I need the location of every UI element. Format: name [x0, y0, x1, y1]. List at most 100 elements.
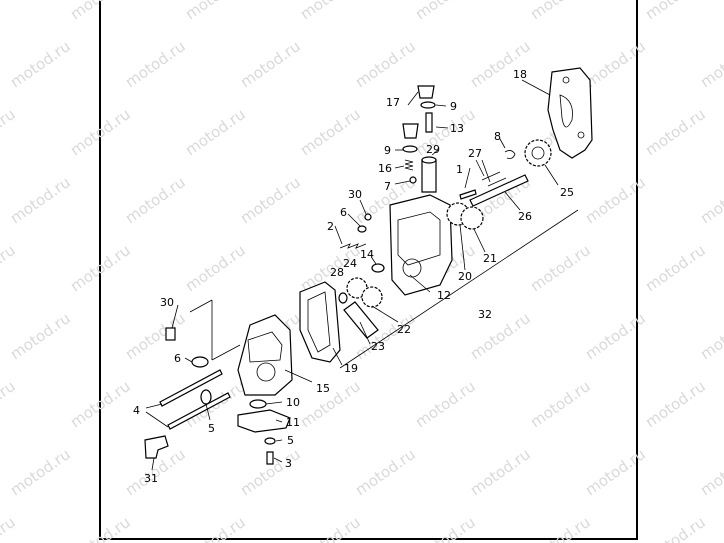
part-4-bolt: [159, 369, 223, 407]
watermark-text: motod.ru: [642, 377, 709, 431]
part-21-gear: [460, 206, 484, 230]
callout-17: 17: [386, 96, 400, 109]
watermark-text: motod.ru: [467, 37, 534, 91]
watermark-text: motod.ru: [642, 105, 709, 159]
callout-10: 10: [286, 396, 300, 409]
watermark-text: motod.ru: [67, 377, 134, 431]
watermark-text: motod.ru: [7, 37, 74, 91]
callout-29: 29: [426, 143, 440, 156]
watermark-text: motod.ru: [527, 0, 594, 23]
callout-30: 30: [160, 296, 174, 309]
watermark-text: motod.ru: [0, 377, 19, 431]
callout-6: 6: [174, 352, 181, 365]
watermark-text: motod.ru: [237, 37, 304, 91]
watermark-text: motod.ru: [697, 173, 724, 227]
part-18-cover-plate: [547, 67, 593, 159]
watermark-text: motod.ru: [642, 241, 709, 295]
watermark-text: motod.ru: [122, 173, 189, 227]
callout-1: 1: [456, 163, 463, 176]
watermark-text: motod.ru: [527, 377, 594, 431]
callout-22: 22: [397, 323, 411, 336]
part-6-washer-lower: [191, 356, 209, 368]
watermark-text: motod.ru: [7, 309, 74, 363]
watermark-text: motod.ru: [582, 173, 649, 227]
part-30-fitting-lower: [165, 327, 176, 341]
callout-20: 20: [458, 270, 472, 283]
callout-23: 23: [371, 340, 385, 353]
callout-21: 21: [483, 252, 497, 265]
watermark-text: motod.ru: [182, 513, 249, 543]
part-25-gear-hub: [531, 146, 545, 160]
part-plug-fitting: [402, 123, 419, 139]
part-11-bracket: [237, 409, 291, 433]
watermark-text: motod.ru: [67, 513, 134, 543]
callout-30: 30: [348, 188, 362, 201]
part-22-gear: [361, 286, 383, 308]
callout-26: 26: [518, 210, 532, 223]
part-8-clip: [504, 150, 516, 159]
callout-7: 7: [384, 180, 391, 193]
callout-19: 19: [344, 362, 358, 375]
watermark-text: motod.ru: [7, 173, 74, 227]
part-10-o-ring: [249, 399, 267, 409]
watermark-text: motod.ru: [582, 309, 649, 363]
part-27-pin: [481, 171, 501, 181]
watermark-text: motod.ru: [297, 377, 364, 431]
callout-28: 28: [330, 266, 344, 279]
callout-layer: 1 2 3 4 5 5 6 6 7 8 9 9 10 11 12 13 14 1…: [133, 68, 574, 485]
watermark-text: motod.ru: [122, 37, 189, 91]
part-3-screw: [266, 451, 274, 465]
part-27-pin: [487, 177, 507, 187]
part-16-spring: [404, 159, 414, 171]
part-15-cover: [237, 314, 293, 396]
callout-2: 2: [327, 220, 334, 233]
watermark-text: motod.ru: [67, 105, 134, 159]
part-29-tube-end: [421, 156, 437, 164]
watermark-text: motod.ru: [297, 105, 364, 159]
callout-27: 27: [468, 147, 482, 160]
watermark-text: motod.ru: [182, 241, 249, 295]
watermark-text: motod.ru: [182, 105, 249, 159]
part-26-shaft: [469, 174, 529, 207]
watermark-text: motod.ru: [0, 513, 19, 543]
part-25-gear: [524, 139, 552, 167]
part-12-body-face: [397, 211, 441, 266]
callout-3: 3: [285, 457, 292, 470]
callout-9: 9: [450, 100, 457, 113]
callout-12: 12: [437, 289, 451, 302]
watermark-text: motod.ru: [412, 0, 479, 23]
part-13-screw: [425, 112, 433, 133]
callout-6: 6: [340, 206, 347, 219]
watermark-text: motod.ru: [412, 377, 479, 431]
watermark-text: motod.ru: [352, 445, 419, 499]
watermark-text: motod.ru: [642, 0, 709, 23]
part-9-o-ring: [402, 145, 418, 153]
watermark-text: motod.ru: [0, 241, 19, 295]
watermark-text: motod.ru: [297, 0, 364, 23]
part-18-inner: [559, 94, 573, 128]
part-29-tube: [421, 159, 437, 193]
leader-lines: [145, 79, 579, 471]
callout-31: 31: [144, 472, 158, 485]
part-9-o-ring: [420, 101, 436, 109]
watermark-text: motod.ru: [697, 445, 724, 499]
part-18-hole: [577, 131, 585, 139]
watermark-text: motod.ru: [467, 445, 534, 499]
callout-15: 15: [316, 382, 330, 395]
callout-25: 25: [560, 186, 574, 199]
part-6-washer: [357, 225, 367, 233]
callout-13: 13: [450, 122, 464, 135]
watermark-text: motod.ru: [582, 445, 649, 499]
watermark-text: motod.ru: [297, 513, 364, 543]
part-12-pump-body: [389, 194, 453, 296]
callout-18: 18: [513, 68, 527, 81]
watermark-text: motod.ru: [352, 37, 419, 91]
part-30-fitting: [364, 213, 372, 221]
watermark-text: motod.ru: [642, 513, 709, 543]
part-15-face: [247, 331, 283, 363]
part-28-ring: [338, 292, 348, 304]
watermark-text: motod.ru: [0, 0, 19, 23]
